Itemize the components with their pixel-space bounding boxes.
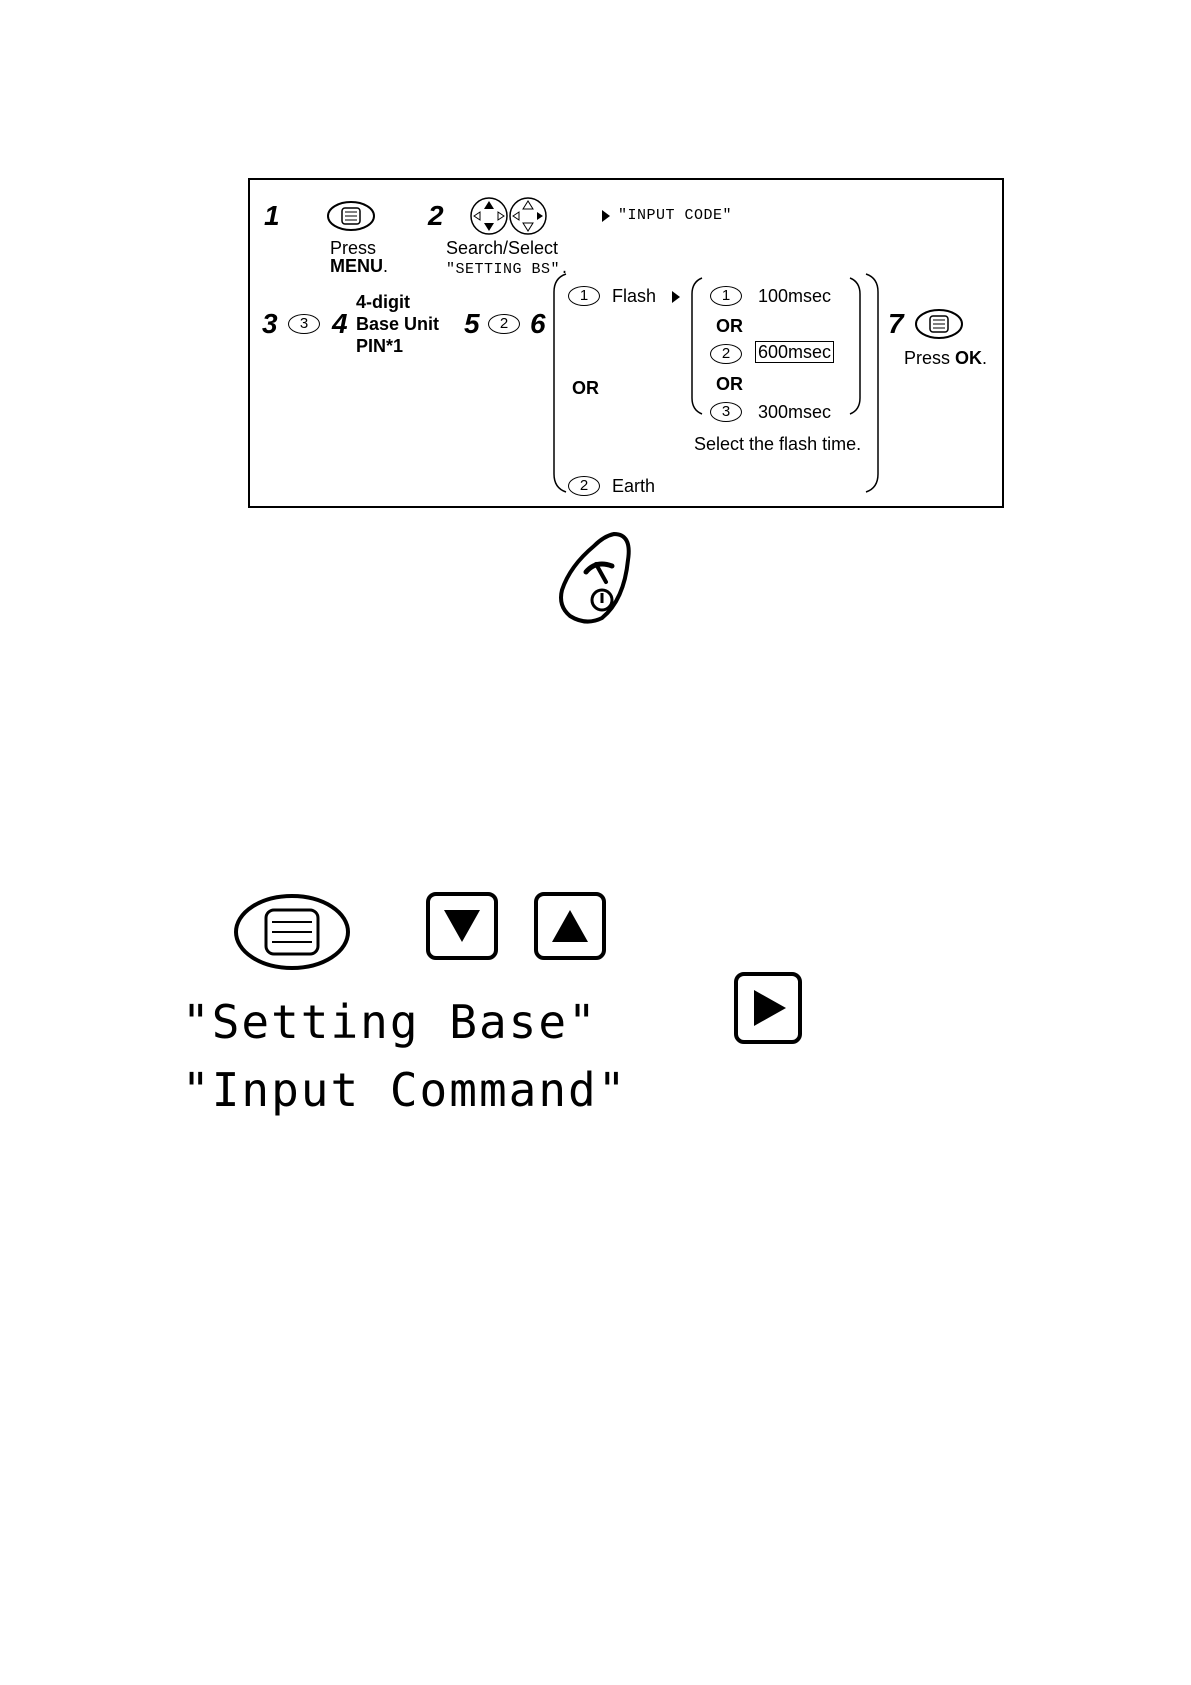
step-7-label: Press OK. xyxy=(904,348,987,368)
key-1-icon: 1 xyxy=(568,286,600,306)
step-6-left-bracket xyxy=(550,272,570,494)
menu-key-icon xyxy=(914,308,964,340)
off-power-key-icon xyxy=(556,530,634,626)
display-text-setting-base: "Setting Base" xyxy=(182,996,598,1048)
flash-time-100: 100msec xyxy=(758,286,831,306)
step-4-line1: 4-digit xyxy=(356,292,410,312)
display-text-input-command: "Input Command" xyxy=(182,1064,627,1116)
menu-key-icon xyxy=(326,200,376,232)
key-3-icon: 3 xyxy=(710,402,742,422)
flash-time-note: Select the flash time. xyxy=(694,434,861,454)
result-display-text: "INPUT CODE" xyxy=(618,206,732,226)
result-arrow-icon xyxy=(600,208,612,224)
option-earth-label: Earth xyxy=(612,476,655,496)
step-4-line3: PIN*1 xyxy=(356,336,403,356)
down-arrow-key-icon xyxy=(426,892,500,962)
option-flash-label: Flash xyxy=(612,286,656,306)
navigator-key-icon xyxy=(470,196,550,236)
instruction-panel: 1 Press MENU. 2 Search/Select "SETTING B… xyxy=(248,178,1004,508)
key-1-icon: 1 xyxy=(710,286,742,306)
flash-arrow-icon xyxy=(670,289,682,305)
step-3-number: 3 xyxy=(262,310,278,338)
key-2-icon: 2 xyxy=(710,344,742,364)
step-6-number: 6 xyxy=(530,310,546,338)
step-2-label: Search/Select xyxy=(446,238,558,258)
right-arrow-key-icon xyxy=(734,972,804,1046)
up-arrow-key-icon xyxy=(534,892,608,962)
step-1-label-line2: MENU. xyxy=(330,256,388,276)
step-4-number: 4 xyxy=(332,310,348,338)
flash-time-left-bracket xyxy=(688,276,706,416)
step-6-right-bracket xyxy=(862,272,882,494)
key-2-icon: 2 xyxy=(488,314,520,334)
step-5-number: 5 xyxy=(464,310,480,338)
step-7-number: 7 xyxy=(888,310,904,338)
flash-or-label-2: OR xyxy=(716,374,743,394)
flash-time-300: 300msec xyxy=(758,402,831,422)
step-2-number: 2 xyxy=(428,202,444,230)
step-4-line2: Base Unit xyxy=(356,314,439,334)
key-2-icon: 2 xyxy=(568,476,600,496)
menu-key-icon xyxy=(234,892,354,972)
flash-or-label-1: OR xyxy=(716,316,743,336)
flash-time-600-highlighted: 600msec xyxy=(755,342,834,362)
option-or-label: OR xyxy=(572,378,599,398)
step-1-number: 1 xyxy=(264,202,280,230)
key-3-icon: 3 xyxy=(288,314,320,334)
step-1-label-line1: Press xyxy=(330,238,376,258)
